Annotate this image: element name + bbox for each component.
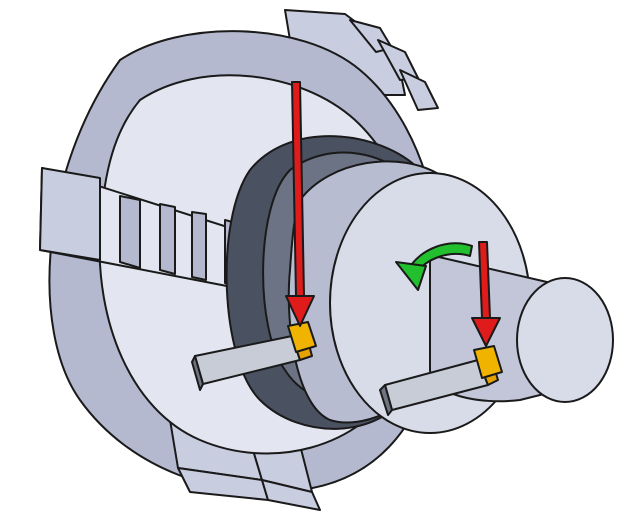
turning-tool-inner (379, 345, 503, 416)
force-arrow-outer (285, 81, 315, 327)
shaft-end (516, 277, 614, 403)
force-arrow-inner (471, 241, 501, 347)
turning-tool-outer (191, 321, 317, 391)
chuck-back-teeth-top (284, 9, 439, 111)
rotation-arrow (395, 242, 473, 291)
